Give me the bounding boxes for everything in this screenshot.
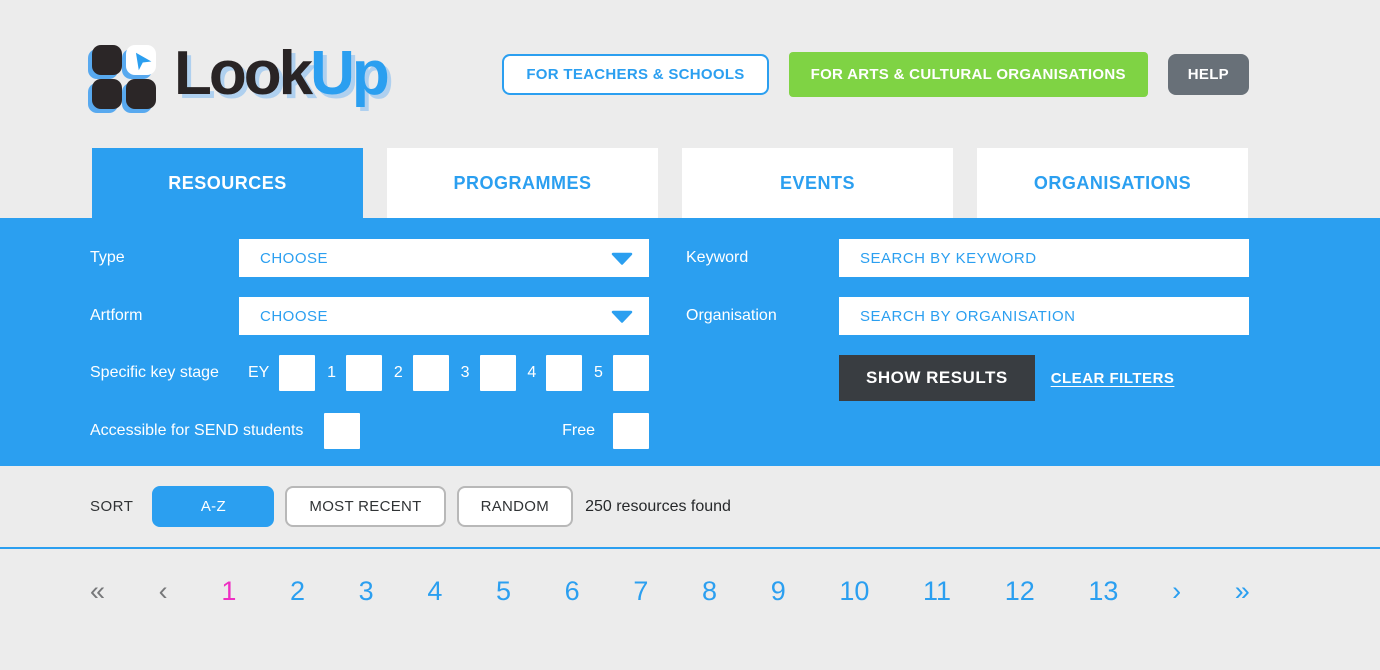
key-stage-filter-row: Specific key stage EY 1 2 3 [90,355,649,391]
sort-label: SORT [90,498,134,515]
key-stage-option-1: 1 [327,355,383,391]
keyword-input[interactable] [839,239,1249,277]
tab-resources[interactable]: RESOURCES [92,148,363,218]
sort-most-recent-button[interactable]: MOST RECENT [285,486,446,527]
pagination-page-9[interactable]: 9 [770,576,786,606]
logo-wordmark: LookUp [174,43,390,105]
artform-filter-row: Artform CHOOSE [90,297,649,335]
artform-select[interactable]: CHOOSE [239,297,649,335]
type-select-value: CHOOSE [260,249,329,267]
pagination-page-10[interactable]: 10 [839,576,870,606]
key-stage-option-label: EY [248,364,270,381]
pagination-page-11[interactable]: 11 [923,576,952,606]
sort-bar: SORT A-Z MOST RECENT RANDOM 250 resource… [0,466,1380,549]
lookup-logo[interactable]: LookUp [92,37,390,111]
key-stage-option-ey: EY [248,355,316,391]
free-checkbox[interactable] [613,413,649,449]
key-stage-4-checkbox[interactable] [546,355,583,391]
show-results-button[interactable]: SHOW RESULTS [839,355,1035,401]
key-stage-ey-checkbox[interactable] [279,355,316,391]
pagination-next[interactable]: › [1172,576,1182,606]
key-stage-label: Specific key stage [90,364,219,381]
filter-actions-row: SHOW RESULTS CLEAR FILTERS [839,355,1249,401]
organisation-input[interactable] [839,297,1249,335]
pagination-page-6[interactable]: 6 [564,576,580,606]
logo-square-icon [92,45,122,75]
key-stage-option-label: 2 [393,364,403,381]
pagination-page-2[interactable]: 2 [289,576,306,606]
key-stage-option-label: 4 [527,364,537,381]
key-stage-option-label: 1 [327,364,337,381]
clear-filters-link[interactable]: CLEAR FILTERS [1050,369,1175,387]
tab-events[interactable]: EVENTS [682,148,953,218]
logo-square-icon [126,79,156,109]
header: LookUp FOR TEACHERS & SCHOOLS FOR ARTS &… [0,0,1380,148]
logo-word-primary: Look [174,39,313,108]
pagination-first[interactable]: « [90,576,106,606]
for-teachers-schools-button[interactable]: FOR TEACHERS & SCHOOLS [502,53,769,95]
keyword-label: Keyword [686,249,749,266]
keyword-filter-row: Keyword [686,239,1249,277]
pagination: « ‹ 1 2 3 4 5 6 7 8 9 10 11 12 13 › » [90,578,1250,605]
help-button[interactable]: HELP [1167,53,1249,95]
type-label: Type [90,249,125,266]
pagination-prev[interactable]: ‹ [158,576,168,606]
key-stage-option-4: 4 [527,355,583,391]
results-count: 250 resources found [585,497,731,515]
logo-word-secondary: Up [310,39,390,108]
sort-random-button[interactable]: RANDOM [456,486,574,527]
key-stage-3-checkbox[interactable] [479,355,516,391]
key-stage-2-checkbox[interactable] [412,355,449,391]
type-filter-row: Type CHOOSE [90,239,649,277]
lookup-logo-icon [92,45,158,111]
sort-az-button[interactable]: A-Z [152,486,275,527]
pagination-page-7[interactable]: 7 [633,576,649,606]
key-stage-1-checkbox[interactable] [346,355,383,391]
pagination-page-12[interactable]: 12 [1004,576,1035,606]
chevron-down-icon [611,310,633,323]
key-stage-option-3: 3 [461,355,516,391]
tab-programmes[interactable]: PROGRAMMES [387,148,658,218]
pagination-page-4[interactable]: 4 [427,576,443,606]
pagination-last[interactable]: » [1234,576,1250,606]
key-stage-option-label: 5 [594,364,603,381]
key-stage-options: EY 1 2 3 4 [248,355,649,391]
for-arts-cultural-organisations-button[interactable]: FOR ARTS & CULTURAL ORGANISATIONS [788,51,1148,97]
chevron-down-icon [611,252,633,265]
send-label: Accessible for SEND students [90,422,304,439]
pagination-page-5[interactable]: 5 [496,576,512,606]
organisation-label: Organisation [686,307,777,324]
pagination-page-13[interactable]: 13 [1088,576,1119,606]
header-actions: FOR TEACHERS & SCHOOLS FOR ARTS & CULTUR… [502,51,1249,97]
filter-column-left: Type CHOOSE Artform CHOOSE Specific key … [90,239,649,466]
filter-column-right: Keyword Organisation SHOW RESULTS CLEAR … [686,239,1249,466]
key-stage-option-label: 3 [460,364,470,381]
pagination-page-8[interactable]: 8 [702,576,718,606]
key-stage-5-checkbox[interactable] [612,355,649,391]
filter-panel: Type CHOOSE Artform CHOOSE Specific key … [0,218,1380,466]
logo-cursor-square-icon [126,45,156,75]
send-free-filter-row: Accessible for SEND students Free [90,413,649,449]
free-label: Free [562,422,595,439]
key-stage-option-5: 5 [594,355,649,391]
free-option: Free [562,413,649,449]
pagination-page-1[interactable]: 1 [221,576,237,606]
artform-select-value: CHOOSE [260,307,329,325]
send-checkbox[interactable] [324,413,361,449]
category-tabs: RESOURCES PROGRAMMES EVENTS ORGANISATION… [0,148,1380,218]
organisation-filter-row: Organisation [686,297,1249,335]
tab-organisations[interactable]: ORGANISATIONS [977,148,1248,218]
type-select[interactable]: CHOOSE [239,239,649,277]
pagination-page-3[interactable]: 3 [358,576,374,606]
artform-label: Artform [90,307,143,324]
key-stage-option-2: 2 [394,355,449,391]
logo-square-icon [92,79,122,109]
cursor-arrow-icon [135,52,152,71]
